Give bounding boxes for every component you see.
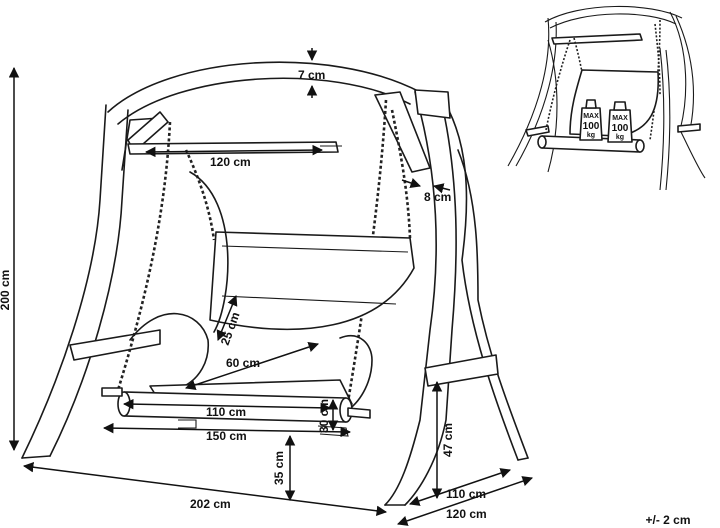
- leg-height-label: 47 cm: [441, 423, 455, 457]
- dimension-lines: [8, 48, 533, 526]
- frame-height-label: 200 cm: [0, 270, 12, 311]
- weight-badge-left-line1: MAX: [583, 113, 599, 120]
- base-depth-outer-label: 120 cm: [446, 507, 487, 521]
- swing-thumbnail: MAX 100 kg MAX 100 kg: [507, 5, 706, 191]
- swing-seat: [101, 171, 415, 437]
- seat-width-label: 110 cm: [206, 405, 246, 419]
- weight-badge-left-line3: kg: [587, 132, 595, 139]
- top-beam-thickness-label: 7 cm: [298, 68, 325, 82]
- seat-depth-label: 60 cm: [226, 356, 260, 370]
- weight-badge-right: MAX 100 kg: [607, 101, 633, 143]
- weight-badge-left-line2: 100: [583, 121, 600, 132]
- hanger-width-label: 8 cm: [424, 190, 451, 204]
- swing-frame: [21, 61, 529, 506]
- frame-length-label: 202 cm: [190, 497, 231, 511]
- weight-badge-left: MAX 100 kg: [579, 99, 603, 141]
- crossbar-width-label: 120 cm: [210, 155, 251, 169]
- seat-total-width-label: 150 cm: [206, 429, 247, 443]
- seat-thickness-label: 30 cm: [317, 399, 331, 433]
- tolerance-label: +/- 2 cm: [645, 513, 690, 527]
- base-depth-inner-label: 110 cm: [446, 487, 486, 501]
- weight-badge-right-line3: kg: [616, 134, 624, 141]
- weight-badge-right-line1: MAX: [612, 115, 628, 122]
- weight-badge-right-line2: 100: [612, 123, 629, 134]
- seat-ground-clearance-label: 35 cm: [272, 451, 286, 485]
